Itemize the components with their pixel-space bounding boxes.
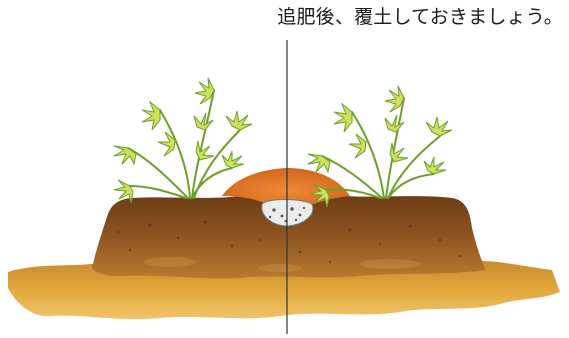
- right-plant-icon: [307, 85, 453, 208]
- left-plant-icon: [113, 77, 253, 204]
- soil-highlights: [144, 257, 420, 272]
- soil-mound-icon: [222, 168, 350, 206]
- caption-text: 追肥後、覆土しておきましょう。: [277, 6, 563, 28]
- soil-texture: [116, 220, 462, 264]
- soil-ridge: [92, 195, 486, 279]
